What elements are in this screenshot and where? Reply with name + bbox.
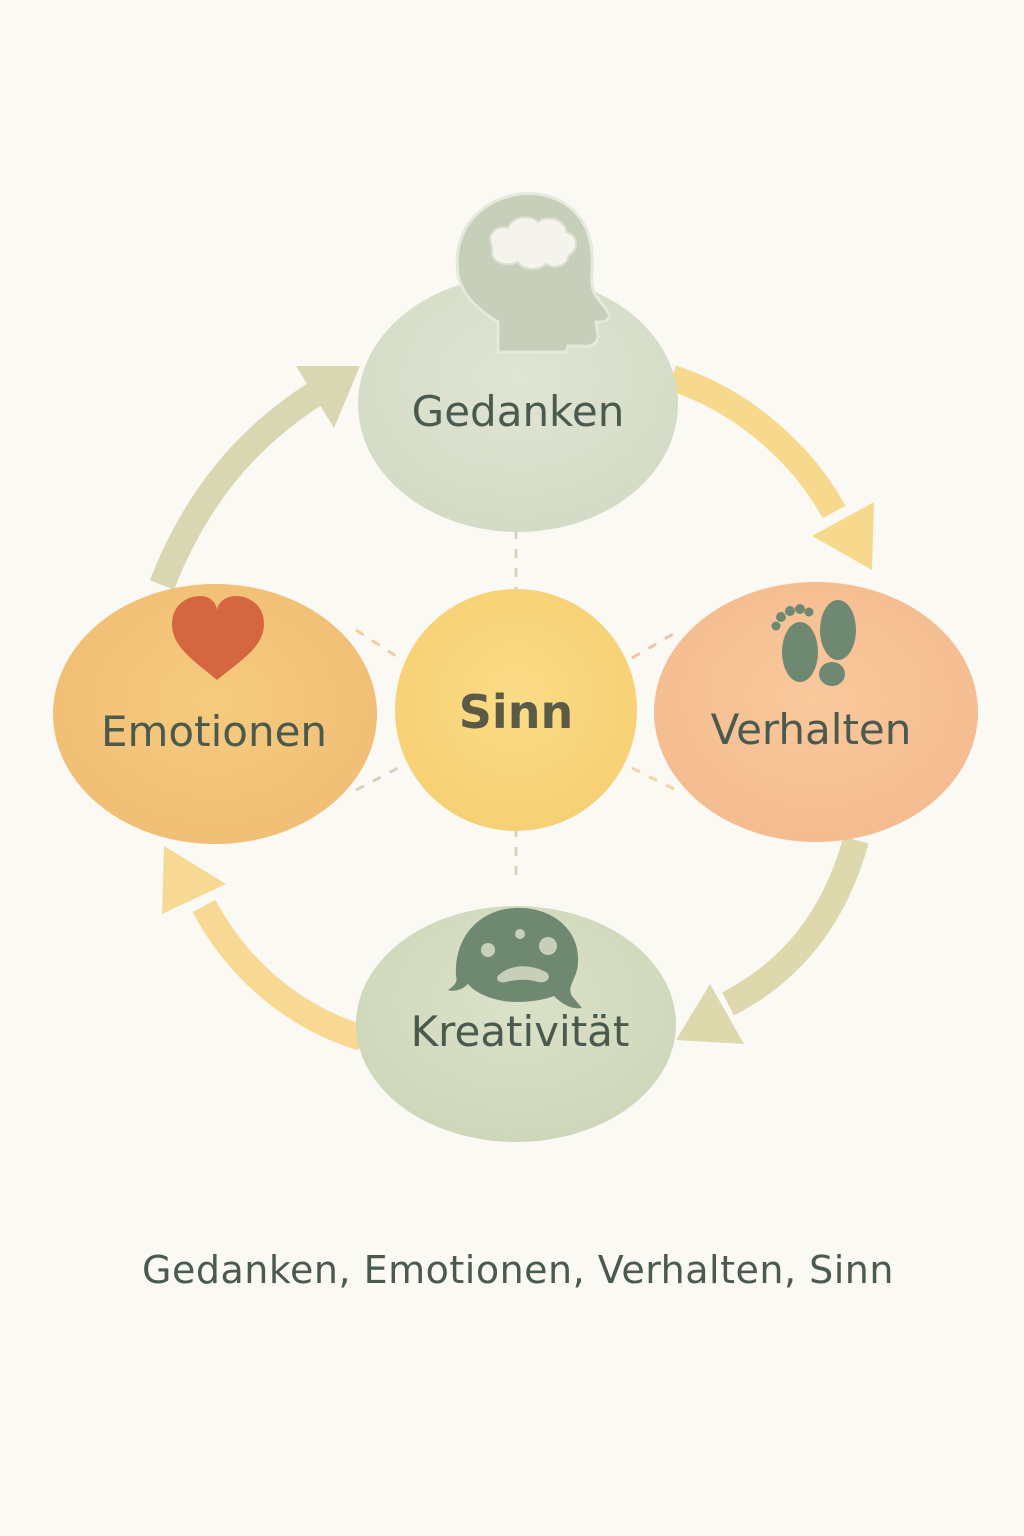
cycle-arrows <box>149 365 874 1051</box>
arrow-kreativitaet-to-emotionen <box>192 899 366 1051</box>
node-gedanken: Gedanken <box>358 192 678 532</box>
head-with-cloud-icon <box>455 192 611 354</box>
node-kreativitaet-label: Kreativität <box>411 1007 630 1056</box>
connector-right-lower <box>631 766 681 794</box>
connector-left-lower <box>355 764 403 792</box>
node-gedanken-label: Gedanken <box>412 387 625 436</box>
arrowhead-gedanken-to-verhalten <box>812 502 874 570</box>
connector-left-upper <box>355 628 403 662</box>
node-verhalten-label: Verhalten <box>711 705 912 754</box>
node-kreativitaet-circle <box>356 906 676 1142</box>
node-emotionen: Emotionen <box>53 584 377 844</box>
connector-right-upper <box>631 628 681 660</box>
node-sinn-circle <box>395 589 637 831</box>
node-kreativitaet: Kreativität <box>356 906 676 1142</box>
arrowhead-emotionen-to-gedanken <box>296 366 360 428</box>
center-connectors <box>355 530 681 880</box>
paint-palette-icon <box>448 907 582 1009</box>
arrow-emotionen-to-gedanken <box>149 381 325 590</box>
node-verhalten-circle <box>654 582 978 842</box>
node-emotionen-label: Emotionen <box>101 707 327 756</box>
arrow-verhalten-to-kreativitaet <box>721 836 869 1016</box>
node-sinn-label: Sinn <box>459 685 573 739</box>
arrow-gedanken-to-verhalten <box>667 365 846 519</box>
arrowhead-verhalten-to-kreativitaet <box>676 984 744 1044</box>
node-sinn: Sinn <box>395 589 637 831</box>
footprints-icon <box>771 600 856 686</box>
heart-icon <box>172 596 264 680</box>
diagram-caption: Gedanken, Emotionen, Verhalten, Sinn <box>142 1248 894 1292</box>
node-emotionen-circle <box>53 584 377 844</box>
arrowhead-kreativitaet-to-emotionen <box>162 846 226 914</box>
node-verhalten: Verhalten <box>654 582 978 842</box>
